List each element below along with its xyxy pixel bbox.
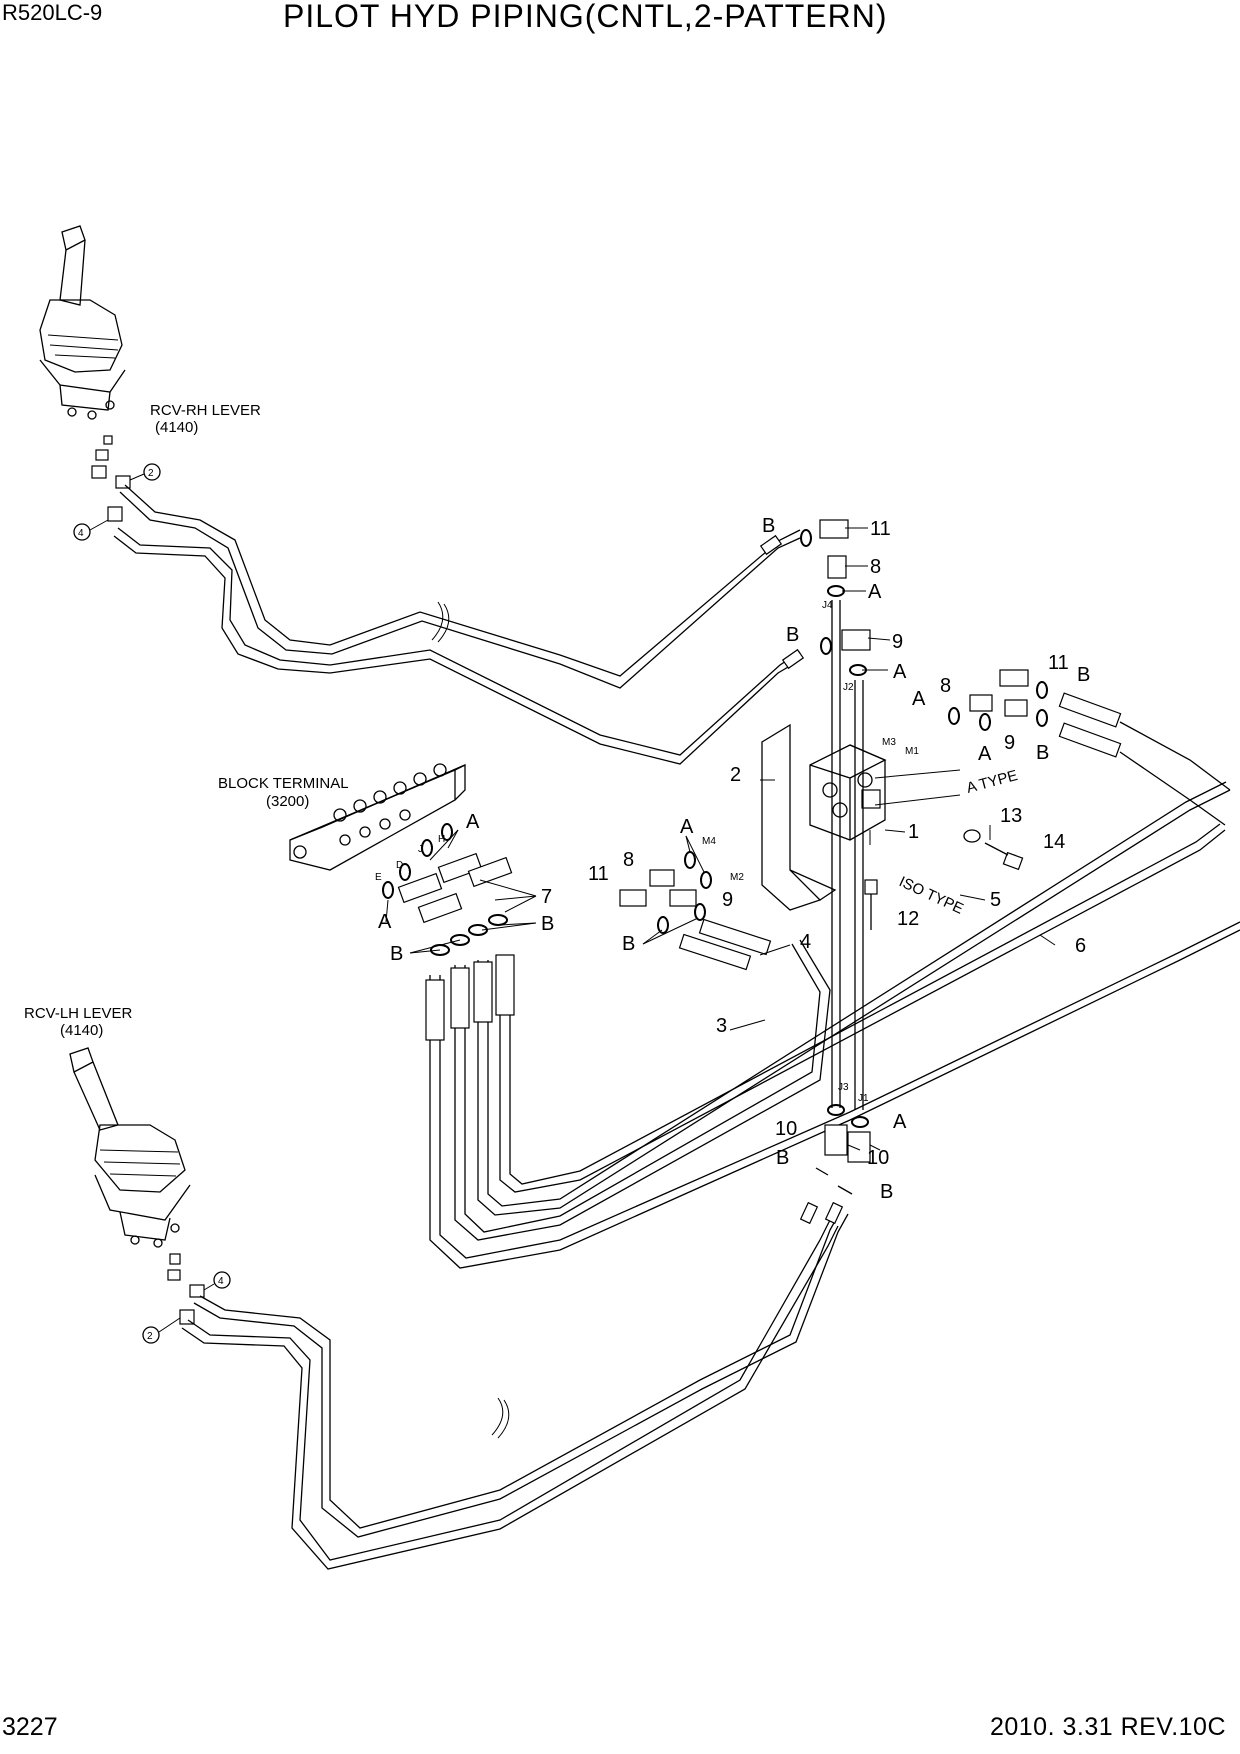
callout-b: B <box>776 1147 789 1169</box>
callout-7: 7 <box>541 886 552 908</box>
block-terminal-drawing <box>289 763 466 871</box>
callout-4: 4 <box>800 931 811 953</box>
svg-text:2: 2 <box>148 468 154 479</box>
callout-a: A <box>378 911 392 933</box>
page-title: PILOT HYD PIPING(CNTL,2-PATTERN) <box>283 0 888 34</box>
svg-text:2: 2 <box>147 1331 153 1342</box>
block-terminal-hoses <box>382 781 1240 1269</box>
callout-leaders <box>385 829 705 954</box>
model-number: R520LC-9 <box>2 0 103 25</box>
bolts <box>864 829 1024 930</box>
callout-b: B <box>880 1181 893 1203</box>
mid-left-fittings <box>619 851 772 971</box>
callout-3: 3 <box>716 1015 727 1037</box>
a-type-label: A TYPE <box>965 767 1020 797</box>
callout-b: B <box>541 913 554 935</box>
rcv-rh-ref: (4140) <box>155 419 198 436</box>
port-label-j4: J4 <box>822 600 833 611</box>
rcv-lh-ref: (4140) <box>60 1022 103 1039</box>
port-label-m4: M4 <box>702 836 716 847</box>
callout-a: A <box>466 811 480 833</box>
callout-11: 11 <box>870 518 891 540</box>
callout-a: A <box>680 816 694 838</box>
svg-text:4: 4 <box>78 528 84 539</box>
port-label-j: J <box>418 844 423 855</box>
callout-1: 1 <box>908 821 919 843</box>
lh-hoses <box>181 1201 849 1570</box>
rh-hoses <box>113 484 805 765</box>
callout-10: 10 <box>775 1118 797 1140</box>
callout-8: 8 <box>870 556 881 578</box>
callout-a: A <box>893 661 907 683</box>
callout-14: 14 <box>1043 831 1065 853</box>
svg-text:4: 4 <box>218 1276 224 1287</box>
vertical-pipes <box>831 600 864 1110</box>
valve-block-drawing <box>761 723 961 911</box>
callout-6: 6 <box>1075 935 1086 957</box>
callout-b: B <box>1036 742 1049 764</box>
callout-2: 2 <box>730 764 741 786</box>
callout-12: 12 <box>897 908 919 930</box>
rcv-lh-lever-drawing <box>69 1047 191 1248</box>
callout-11: 11 <box>1048 652 1069 674</box>
callout-a: A <box>978 743 992 765</box>
bottom-fittings <box>815 1104 871 1195</box>
callout-9: 9 <box>892 631 903 653</box>
callout-8: 8 <box>623 849 634 871</box>
callout-b: B <box>762 515 775 537</box>
callout-9: 9 <box>722 889 733 911</box>
lh-fittings: 4 2 <box>142 1253 231 1344</box>
callout-10: 10 <box>867 1147 889 1169</box>
page-number: 3227 <box>2 1713 58 1741</box>
port-label-m3: M3 <box>882 737 896 748</box>
rcv-rh-lever-drawing <box>39 225 126 420</box>
callout-13: 13 <box>1000 805 1022 827</box>
rcv-lh-label: RCV-LH LEVER <box>24 1005 133 1022</box>
port-label-j2: J2 <box>843 682 854 693</box>
rh-fittings: 2 4 <box>73 435 161 541</box>
port-label-m2: M2 <box>730 872 744 883</box>
callout-b: B <box>622 933 635 955</box>
callout-9: 9 <box>1004 732 1015 754</box>
callout-a: A <box>868 581 882 603</box>
port-label-d: D <box>396 860 403 871</box>
callout-b: B <box>390 943 403 965</box>
callout-a: A <box>893 1111 907 1133</box>
port-label-e: E <box>375 872 382 883</box>
block-terminal-label: BLOCK TERMINAL <box>218 775 349 792</box>
block-terminal-ref: (3200) <box>266 793 309 810</box>
callout-8: 8 <box>940 675 951 697</box>
callout-a: A <box>912 688 926 710</box>
revision-date: 2010. 3.31 REV.10C <box>989 1713 1226 1741</box>
port-label-j3: J3 <box>838 1082 849 1093</box>
right-fittings <box>948 669 1231 826</box>
port-label-m1: M1 <box>905 746 919 757</box>
leader-lines <box>729 527 1056 1151</box>
port-label-j1: J1 <box>858 1093 869 1104</box>
callout-11: 11 <box>588 863 609 885</box>
rcv-rh-label: RCV-RH LEVER <box>150 402 261 419</box>
port-label-h: H <box>438 834 445 845</box>
callout-5: 5 <box>990 889 1001 911</box>
callout-b: B <box>1077 664 1090 686</box>
callout-b: B <box>786 624 799 646</box>
callouts: 11 8 A B B 9 A 11 B 8 A A 9 B 2 1 13 14 … <box>378 515 1090 1203</box>
top-fittings <box>800 519 871 676</box>
